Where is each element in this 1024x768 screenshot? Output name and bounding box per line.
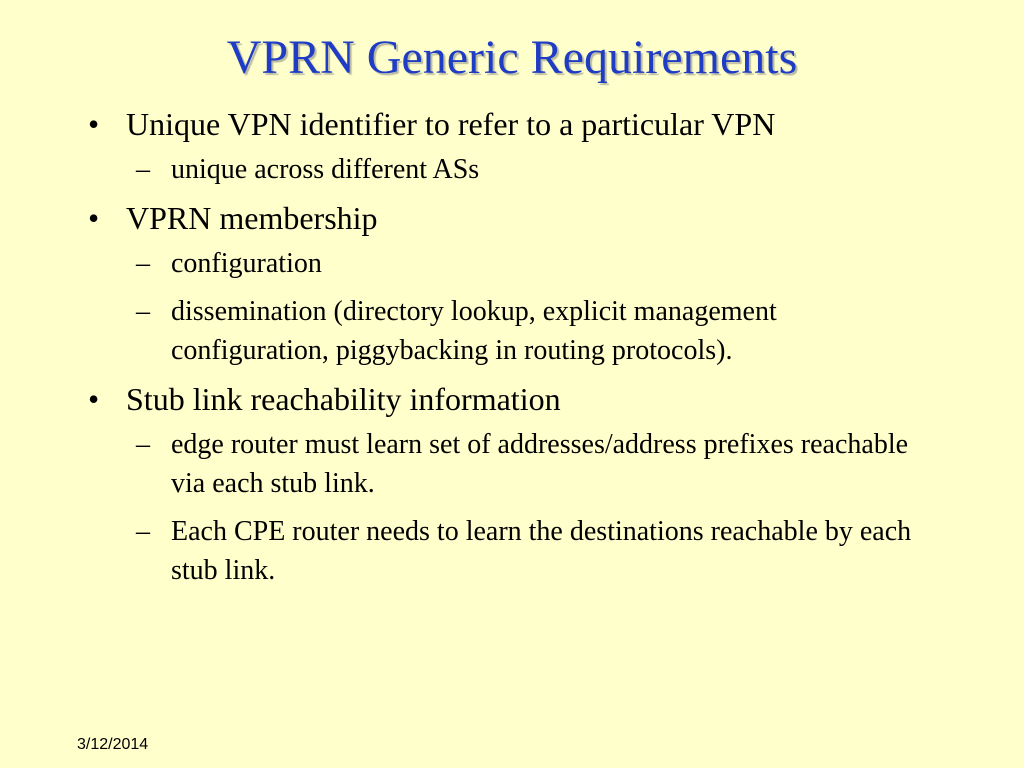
slide-title: VPRN Generic Requirements (226, 31, 798, 84)
bullet-marker: • (88, 381, 100, 417)
bullet-text: VPRN membership (126, 200, 378, 236)
sub-bullet-marker: – (136, 296, 150, 327)
sub-bullet-text: dissemination (directory lookup, explici… (171, 296, 777, 366)
sub-bullet-marker: – (136, 248, 150, 279)
slide-date: 3/12/2014 (77, 736, 149, 753)
sub-bullet-text: configuration (171, 248, 322, 279)
bullet-text: Unique VPN identifier to refer to a part… (126, 106, 776, 142)
bullet-marker: • (88, 200, 100, 236)
bullet-text: Stub link reachability information (126, 381, 561, 417)
sub-bullet-edge-router: – edge router must learn set of addresse… (0, 425, 1024, 503)
sub-bullet-unique-across-ass: – unique across different ASs (0, 150, 1024, 189)
bullet-vprn-membership: • VPRN membership (0, 198, 1024, 238)
sub-bullet-cpe-router: – Each CPE router needs to learn the des… (0, 512, 1024, 590)
sub-bullet-marker: – (136, 516, 150, 547)
sub-bullet-configuration: – configuration (0, 244, 1024, 283)
sub-bullet-text: unique across different ASs (171, 154, 480, 185)
slide-body: • Unique VPN identifier to refer to a pa… (0, 104, 1024, 599)
bullet-unique-vpn-identifier: • Unique VPN identifier to refer to a pa… (0, 104, 1024, 144)
sub-bullet-text: Each CPE router needs to learn the desti… (171, 516, 912, 586)
sub-bullet-dissemination: – dissemination (directory lookup, expli… (0, 292, 1024, 370)
sub-bullet-marker: – (136, 154, 150, 185)
sub-bullet-text: edge router must learn set of addresses/… (171, 429, 909, 499)
bullet-stub-link-reachability: • Stub link reachability information (0, 379, 1024, 419)
bullet-marker: • (88, 106, 100, 142)
sub-bullet-marker: – (136, 429, 150, 460)
